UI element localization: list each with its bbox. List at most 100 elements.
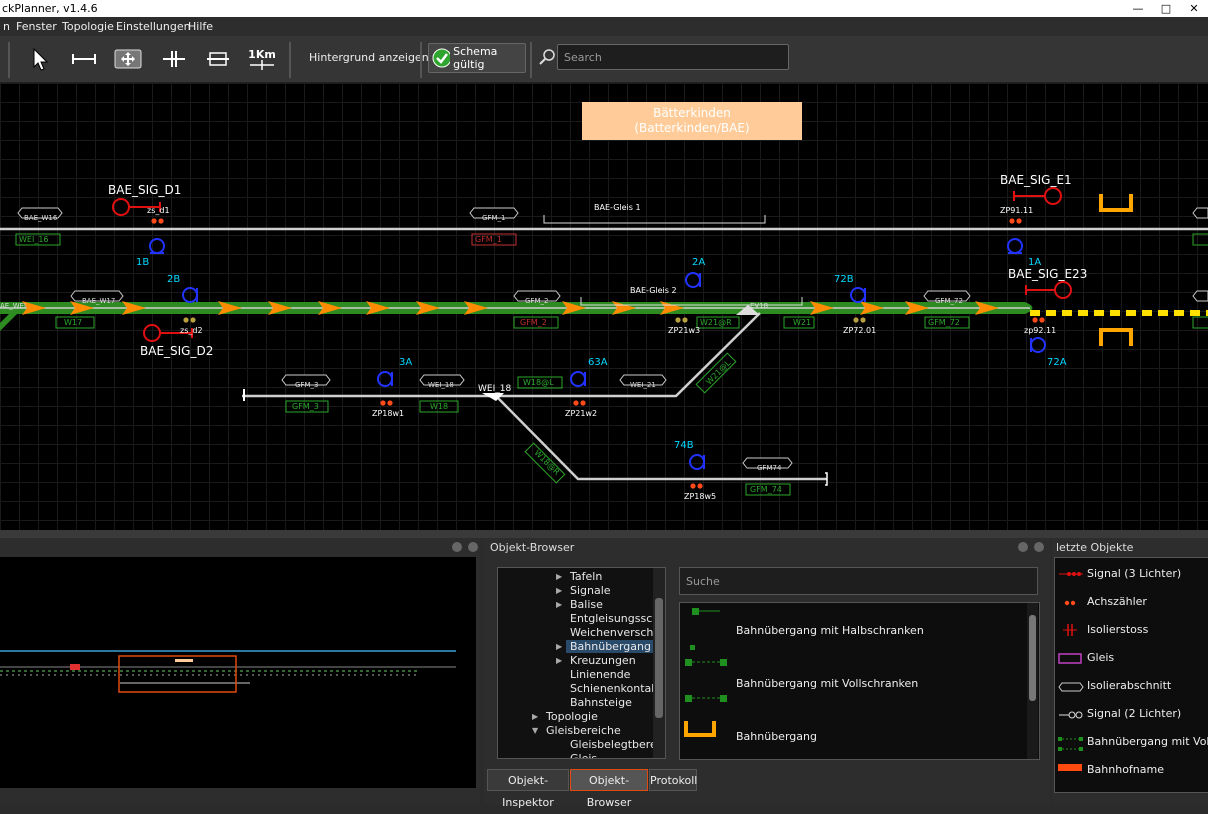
menu-einstellungen[interactable]: Einstellungen — [116, 20, 191, 33]
balise-label: 2A — [692, 257, 706, 268]
tree-item[interactable]: Kreuzungen — [570, 654, 636, 667]
tag-label: BAE_W16 — [24, 214, 58, 222]
signal-e1-label: BAE_SIG_E1 — [1000, 173, 1072, 187]
w21l-frame — [695, 352, 737, 394]
track-siding-74[interactable] — [495, 395, 827, 481]
background-toggle-button[interactable]: Hintergrund anzeigen — [309, 51, 429, 64]
tree-item[interactable]: Gleisbelegtbereiche — [570, 738, 665, 751]
panel-float-icon[interactable] — [1018, 542, 1028, 552]
tree-scrollbar[interactable] — [653, 568, 665, 758]
track-tool-button[interactable] — [68, 44, 100, 74]
menu-fenster[interactable]: Fenster — [16, 20, 57, 33]
tree-item[interactable]: Weichenverschluss — [570, 626, 666, 639]
tag-label: WEI_18 — [428, 381, 454, 389]
section-tool-button[interactable] — [202, 44, 234, 74]
tree-item[interactable]: Topologie — [546, 710, 598, 723]
recent-item[interactable]: Achszähler — [1087, 595, 1147, 608]
close-window-button[interactable]: ✕ — [1189, 2, 1199, 15]
panel-float-icon[interactable] — [452, 542, 462, 552]
tree-item[interactable]: Signale — [570, 584, 611, 597]
recent-item[interactable]: Bahnhofname — [1087, 763, 1164, 776]
recent-item[interactable]: Gleis — [1087, 651, 1115, 664]
minimize-button[interactable]: — — [1132, 2, 1144, 15]
tree-item[interactable]: Schienenkontakt — [570, 682, 662, 695]
axle-counters[interactable] — [151, 218, 1045, 489]
cursor-arrow-icon — [33, 47, 49, 71]
balise-label: 63A — [588, 357, 608, 368]
station-name-box[interactable]: Bätterkinden (Batterkinden/BAE) — [582, 102, 802, 140]
tab-object-inspector[interactable]: Objekt-Inspektor — [487, 769, 569, 809]
counter-label: zp92.11 — [1024, 326, 1057, 335]
expanded-arrow-icon[interactable]: ▼ — [532, 726, 539, 735]
viewport-rect[interactable] — [118, 655, 237, 693]
tree-item[interactable]: Bahnsteige — [570, 696, 632, 709]
tag-label: AE_WEI — [0, 302, 27, 310]
gleis-1-bracket — [543, 215, 766, 224]
counter-label: ZP72.01 — [843, 326, 877, 335]
search-input[interactable]: Search — [557, 44, 789, 70]
tree-item[interactable]: Gleis — [570, 752, 598, 759]
tag-label: WEI_21 — [630, 381, 656, 389]
menu-file[interactable]: n — [3, 20, 10, 33]
recent-item[interactable]: Signal (2 Lichter) — [1087, 707, 1182, 720]
tab-protokoll[interactable]: Protokoll — [649, 769, 697, 791]
tree-item[interactable]: Bahnübergang — [566, 640, 655, 653]
zone-label: W21 — [793, 318, 812, 327]
recent-item[interactable]: Isolierstoss — [1087, 623, 1149, 636]
tab-object-browser[interactable]: Objekt-Browser — [570, 769, 648, 809]
track-tags — [17, 207, 1208, 469]
tree-item[interactable]: Gleisbereiche — [546, 724, 621, 737]
collapsed-arrow-icon[interactable]: ▶ — [556, 656, 563, 665]
menu-bar: n Fenster Topologie Einstellungen Hilfe — [0, 17, 1208, 36]
collapsed-arrow-icon[interactable]: ▶ — [556, 642, 563, 651]
object-item-label[interactable]: Bahnübergang — [736, 730, 817, 743]
menu-hilfe[interactable]: Hilfe — [188, 20, 214, 33]
collapsed-arrow-icon[interactable]: ▶ — [532, 712, 539, 721]
search-icon — [539, 49, 555, 65]
recent-item[interactable]: Bahnübergang mit Vollschr — [1087, 735, 1208, 748]
tree-item[interactable]: Tafeln — [570, 570, 603, 583]
object-list[interactable]: Bahnübergang mit Halbschranken Bahnüberg… — [679, 602, 1040, 760]
object-search-input[interactable]: Suche — [679, 567, 1038, 595]
recent-item[interactable]: Signal (3 Lichter) — [1087, 567, 1182, 580]
menu-topologie[interactable]: Topologie — [62, 20, 114, 33]
recent-objects-list[interactable]: Signal (3 Lichter) Achszähler Isoliersto… — [1054, 557, 1208, 793]
panel-close-icon[interactable] — [1034, 542, 1044, 552]
counter-label: zs_d1 — [147, 206, 170, 215]
level-crossing-icons[interactable] — [1099, 194, 1133, 346]
tree-item[interactable]: Balise — [570, 598, 603, 611]
balise-markers[interactable] — [149, 238, 1046, 470]
signals[interactable] — [112, 187, 1072, 342]
station-subtitle: (Batterkinden/BAE) — [634, 121, 750, 135]
insulation-tool-button[interactable] — [158, 44, 190, 74]
collapsed-arrow-icon[interactable]: ▶ — [556, 586, 563, 595]
tree-item[interactable]: Entgleisungsschutz — [570, 612, 666, 625]
object-item-label[interactable]: Bahnübergang mit Vollschranken — [736, 677, 919, 690]
maximize-button[interactable]: □ — [1160, 2, 1172, 15]
track-siding-3[interactable] — [242, 312, 761, 398]
zone-label: W21@R — [700, 318, 732, 327]
minimap[interactable] — [0, 557, 476, 788]
select-tool-button[interactable] — [24, 44, 56, 74]
object-item-label[interactable]: Bahnübergang mit Halbschranken — [736, 624, 924, 637]
gleis-2-bracket — [580, 297, 803, 306]
schema-valid-button[interactable]: Schema gültig — [428, 43, 526, 73]
switch-ev18[interactable] — [736, 305, 760, 315]
tree-item[interactable]: Linienende — [570, 668, 631, 681]
counter-label: ZP18w1 — [372, 409, 405, 418]
panel-close-icon[interactable] — [468, 542, 478, 552]
recent-item[interactable]: Isolierabschnitt — [1087, 679, 1172, 692]
collapsed-arrow-icon[interactable]: ▶ — [556, 600, 563, 609]
schematic-canvas[interactable]: Bätterkinden (Batterkinden/BAE) BAE_SIG_… — [0, 83, 1208, 530]
scale-tool-button[interactable]: 1Km — [246, 44, 278, 74]
signal-e23-icon — [1054, 281, 1072, 299]
window-title: ckPlanner, v1.4.6 — [2, 2, 98, 15]
tag-label: EV18 — [750, 302, 769, 310]
overview-panel — [0, 538, 480, 805]
move-tool-button[interactable] — [112, 44, 144, 74]
object-list-scrollbar[interactable] — [1027, 603, 1038, 759]
panel-splitter[interactable] — [0, 530, 1208, 538]
collapsed-arrow-icon[interactable]: ▶ — [556, 572, 563, 581]
signal-e1-icon — [1044, 187, 1062, 205]
